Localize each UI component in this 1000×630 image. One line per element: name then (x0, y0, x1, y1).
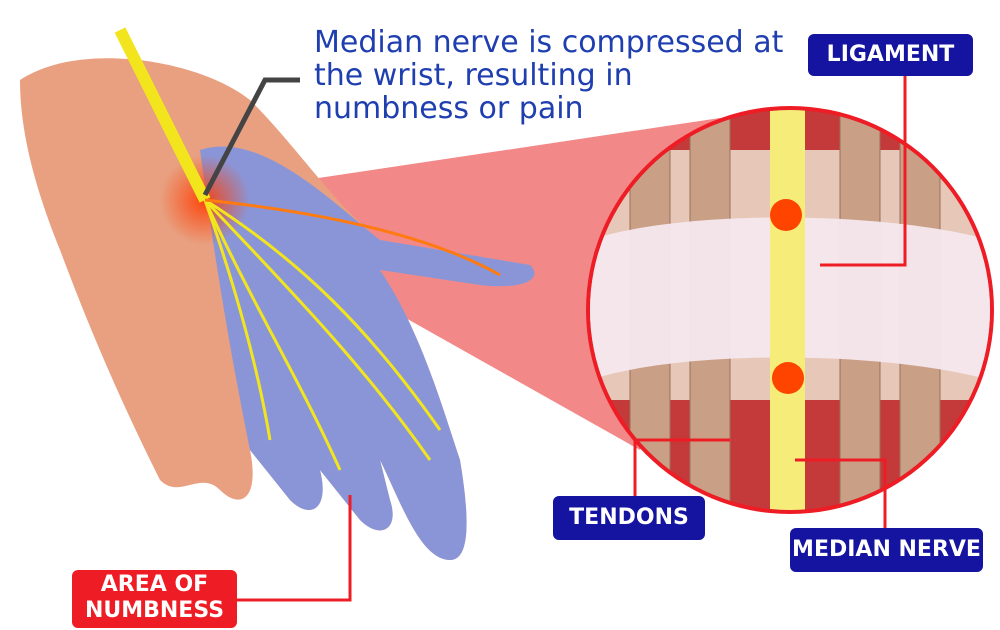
label-tendons: TENDONS (553, 496, 705, 540)
zoomed-wrist-section (586, 106, 994, 514)
numbness-area (200, 146, 535, 561)
label-area-of-numbness: AREA OF NUMBNESS (72, 570, 237, 628)
median-nerve-arm (114, 27, 211, 203)
label-ligament: LIGAMENT (808, 34, 973, 76)
hand (20, 27, 535, 561)
caption: Median nerve is compressed at the wrist,… (314, 25, 784, 126)
label-median-nerve: MEDIAN NERVE (790, 528, 983, 572)
